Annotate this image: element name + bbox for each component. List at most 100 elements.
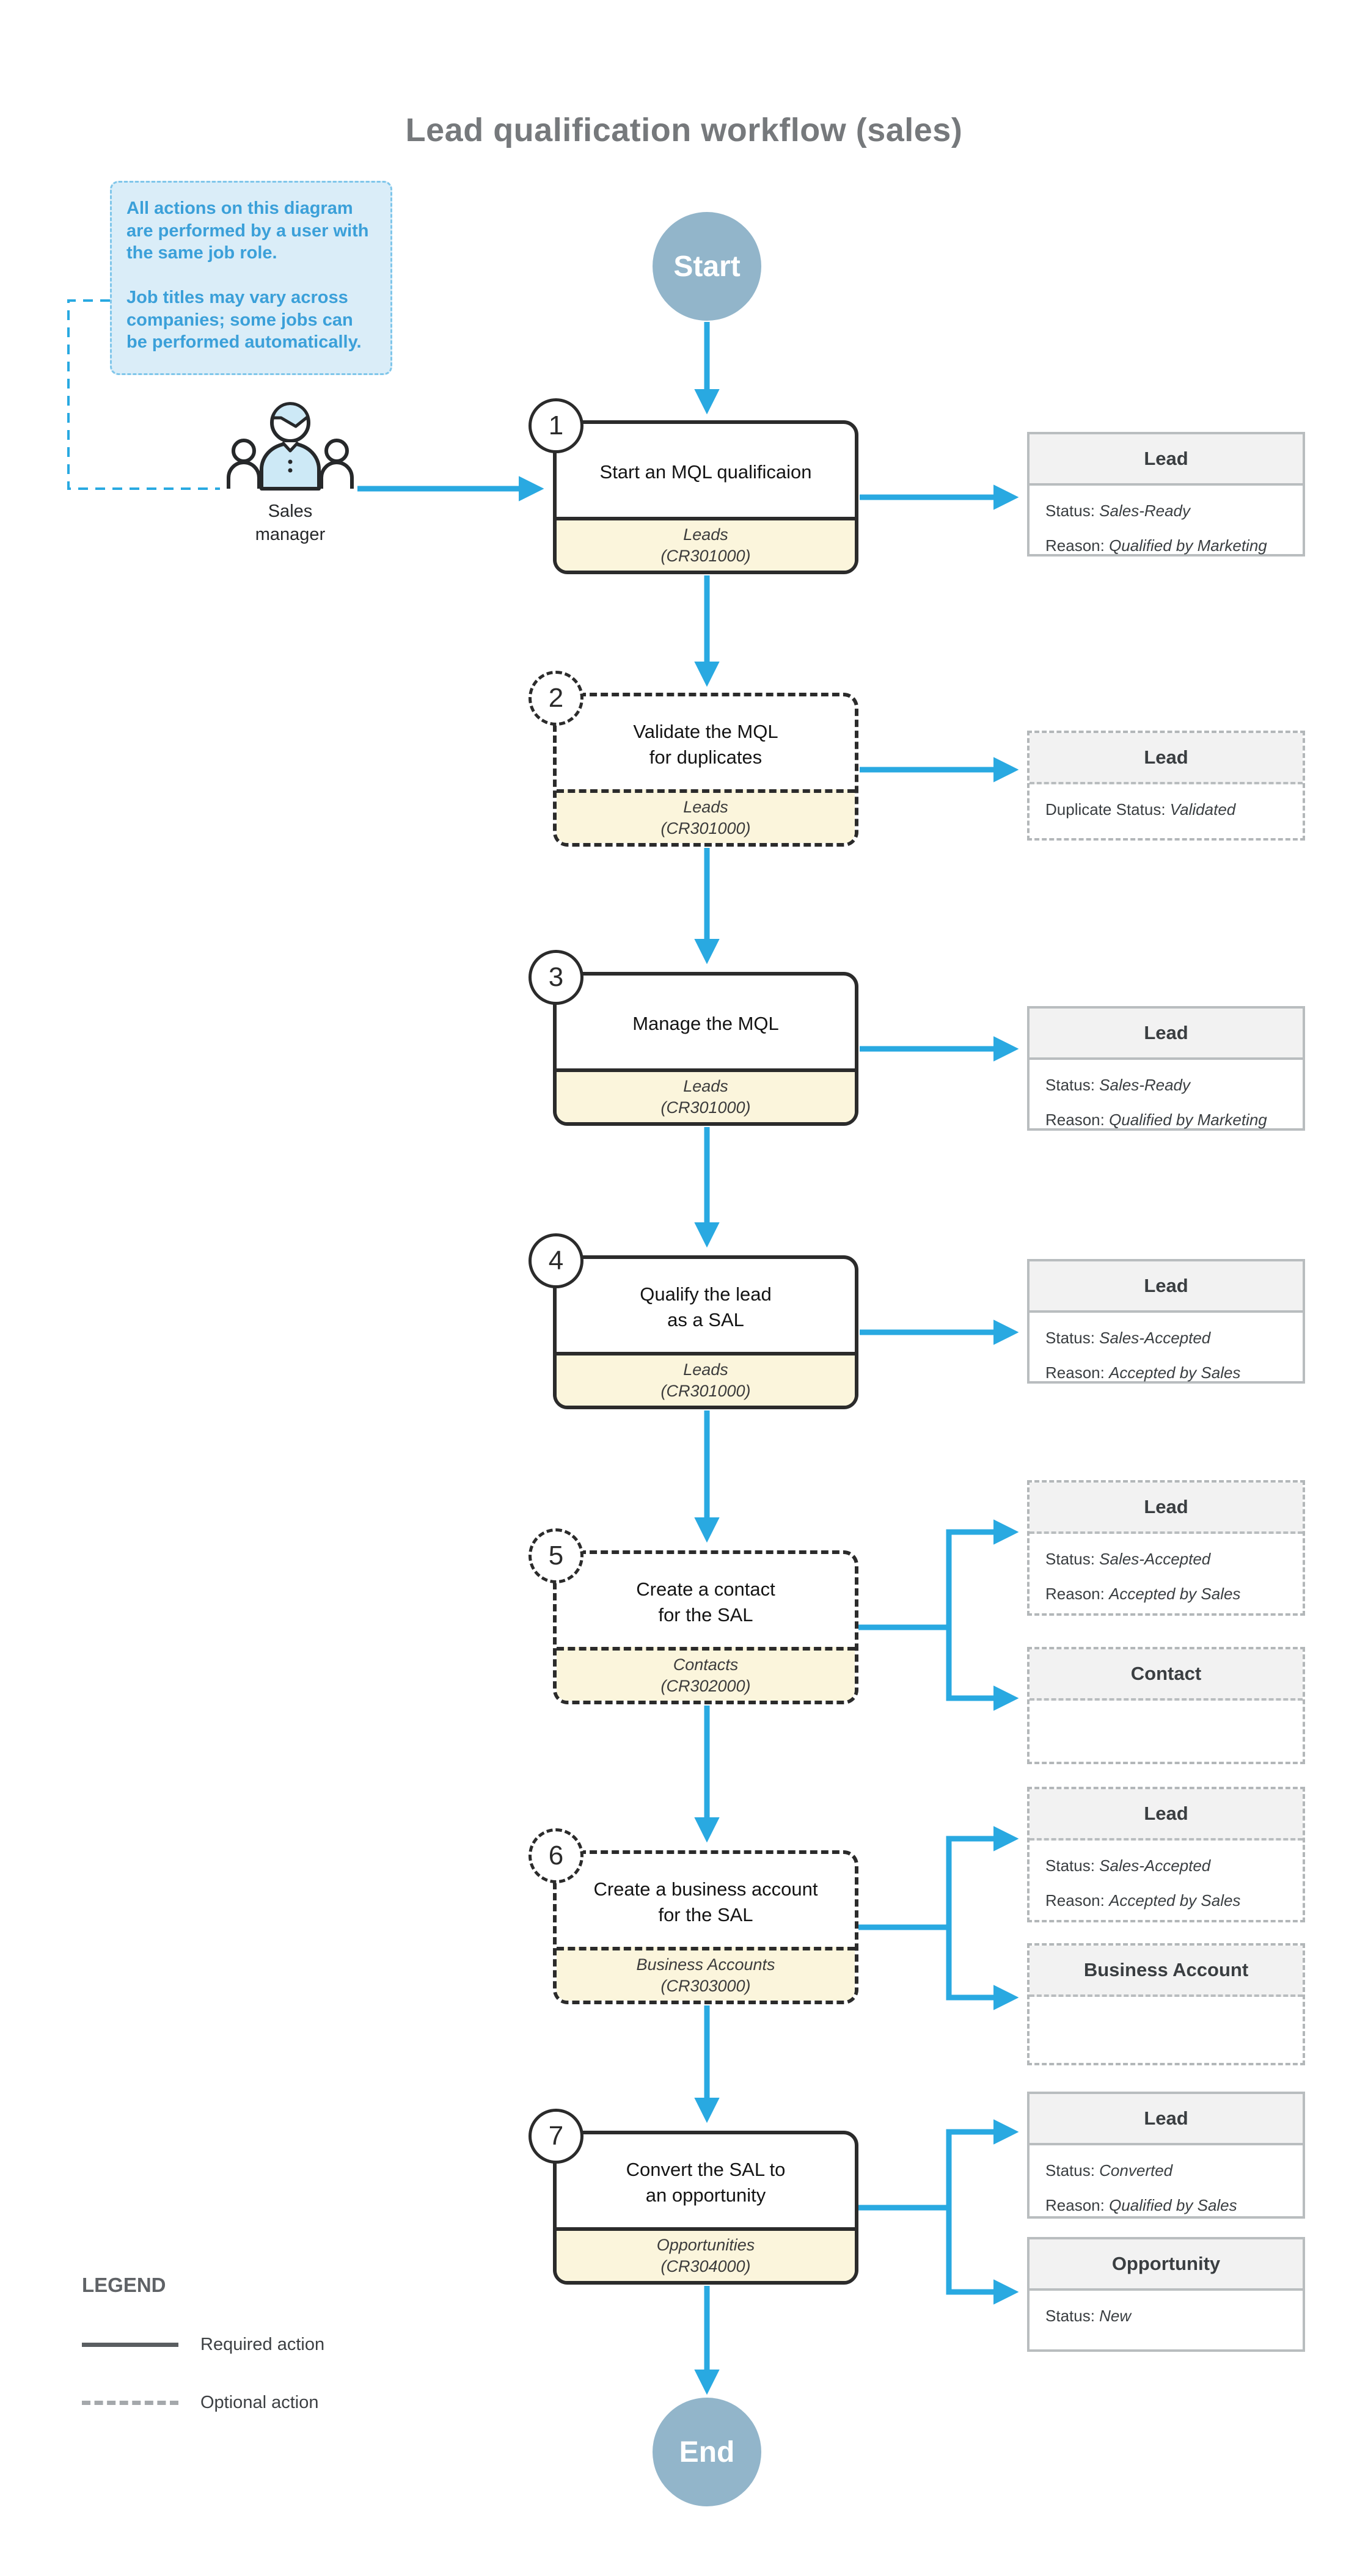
legend: LEGEND Required action Optional action	[82, 2274, 424, 2413]
record-line: Status: Sales-Ready	[1045, 1076, 1191, 1094]
record-title: Lead	[1030, 733, 1303, 784]
record-body: Status: Sales-Accepted Reason: Accepted …	[1030, 1534, 1303, 1604]
record-body	[1030, 1701, 1303, 1717]
step-screen: Leads (CR301000)	[557, 1352, 855, 1406]
screen-code: (CR301000)	[660, 819, 751, 837]
step-number: 7	[529, 2109, 583, 2164]
record-title: Lead	[1030, 2094, 1303, 2145]
step-label: Manage the MQL	[632, 1013, 779, 1035]
record-opportunity-step7: Opportunity Status: New	[1027, 2237, 1305, 2352]
record-line: Reason: Qualified by Sales	[1045, 2196, 1237, 2214]
screen-name: Leads	[683, 797, 728, 816]
record-business-account-step6: Business Account	[1027, 1943, 1305, 2065]
legend-title: LEGEND	[82, 2274, 166, 2296]
end-node: End	[653, 2398, 761, 2506]
record-body: Status: Converted Reason: Qualified by S…	[1030, 2145, 1303, 2215]
record-title: Lead	[1030, 1009, 1303, 1060]
step-6-create-business-account: 6 Create a business account for the SAL …	[529, 1828, 858, 2004]
record-lead-step2: Lead Duplicate Status: Validated	[1027, 731, 1305, 841]
record-title: Business Account	[1030, 1946, 1303, 1997]
step-number: 4	[529, 1233, 583, 1288]
step-screen: Leads (CR301000)	[557, 789, 855, 843]
screen-code: (CR301000)	[660, 1382, 751, 1400]
record-title: Lead	[1030, 434, 1303, 486]
step-label: Create a contact for the SAL	[636, 1578, 775, 1626]
step-number: 2	[529, 671, 583, 726]
record-line: Reason: Accepted by Sales	[1045, 1891, 1241, 1910]
page-title: Lead qualification workflow (sales)	[405, 112, 963, 148]
screen-name: Leads	[683, 525, 728, 544]
screen-code: (CR302000)	[660, 1677, 751, 1695]
step-label: Start an MQL qualificaion	[599, 461, 812, 483]
sales-manager-icon	[224, 402, 357, 497]
note-box: All actions on this diagram are performe…	[110, 181, 392, 375]
step-number: 3	[529, 950, 583, 1005]
step-2-validate-duplicates: 2 Validate the MQL for duplicates Leads …	[529, 671, 858, 847]
record-line: Status: Sales-Ready	[1045, 502, 1191, 520]
solid-line-sample	[82, 2343, 178, 2347]
screen-code: (CR303000)	[660, 1977, 751, 1995]
record-line: Reason: Qualified by Marketing	[1045, 1111, 1267, 1129]
record-title: Lead	[1030, 1261, 1303, 1313]
legend-required-row: Required action	[82, 2335, 424, 2355]
record-contact-step5: Contact	[1027, 1647, 1305, 1764]
step-label: Create a business account for the SAL	[593, 1878, 818, 1925]
step-screen: Leads (CR301000)	[557, 517, 855, 571]
step-4-qualify-as-sal: 4 Qualify the lead as a SAL Leads (CR301…	[529, 1233, 858, 1409]
record-lead-step5: Lead Status: Sales-Accepted Reason: Acce…	[1027, 1480, 1305, 1616]
start-node: Start	[653, 212, 761, 321]
step-number: 5	[529, 1528, 583, 1583]
step-screen: Business Accounts (CR303000)	[557, 1947, 855, 2001]
step-screen: Opportunities (CR304000)	[557, 2227, 855, 2281]
step-number: 1	[529, 398, 583, 453]
record-title: Lead	[1030, 1483, 1303, 1534]
record-lead-step7: Lead Status: Converted Reason: Qualified…	[1027, 2092, 1305, 2219]
screen-name: Contacts	[673, 1655, 739, 1674]
actor-sales-manager: Sales manager	[224, 398, 357, 551]
screen-name: Leads	[683, 1360, 728, 1379]
legend-optional-label: Optional action	[200, 2393, 319, 2412]
step-label: Qualify the lead as a SAL	[640, 1283, 772, 1330]
record-title: Opportunity	[1030, 2239, 1303, 2291]
record-line: Status: Converted	[1045, 2161, 1173, 2180]
record-line: Status: Sales-Accepted	[1045, 1550, 1211, 1568]
record-line: Status: Sales-Accepted	[1045, 1856, 1211, 1875]
record-body: Status: Sales-Accepted Reason: Accepted …	[1030, 1313, 1303, 1382]
record-body: Status: New	[1030, 2291, 1303, 2326]
step-number: 6	[529, 1828, 583, 1883]
record-body: Status: Sales-Ready Reason: Qualified by…	[1030, 486, 1303, 555]
record-line: Reason: Accepted by Sales	[1045, 1363, 1241, 1382]
screen-name: Opportunities	[656, 2235, 755, 2254]
legend-optional-row: Optional action	[82, 2393, 424, 2413]
screen-name: Business Accounts	[636, 1955, 775, 1974]
record-line: Duplicate Status: Validated	[1045, 800, 1236, 819]
step-screen: Leads (CR301000)	[557, 1068, 855, 1122]
step-label: Convert the SAL to an opportunity	[626, 2159, 786, 2206]
record-lead-step1: Lead Status: Sales-Ready Reason: Qualifi…	[1027, 432, 1305, 556]
dashed-line-sample	[82, 2401, 178, 2405]
record-line: Status: New	[1045, 2307, 1132, 2325]
step-1-start-mql-qualification: 1 Start an MQL qualificaion Leads (CR301…	[529, 398, 858, 574]
step-5-create-contact: 5 Create a contact for the SAL Contacts …	[529, 1528, 858, 1704]
record-lead-step3: Lead Status: Sales-Ready Reason: Qualifi…	[1027, 1006, 1305, 1131]
step-7-convert-to-opportunity: 7 Convert the SAL to an opportunity Oppo…	[529, 2109, 858, 2285]
screen-name: Leads	[683, 1076, 728, 1095]
record-body	[1030, 1997, 1303, 2013]
record-line: Reason: Accepted by Sales	[1045, 1585, 1241, 1603]
record-lead-step4: Lead Status: Sales-Accepted Reason: Acce…	[1027, 1259, 1305, 1384]
record-line: Status: Sales-Accepted	[1045, 1329, 1211, 1347]
record-line: Reason: Qualified by Marketing	[1045, 536, 1267, 555]
record-body: Status: Sales-Ready Reason: Qualified by…	[1030, 1060, 1303, 1129]
step-3-manage-mql: 3 Manage the MQL Leads (CR301000)	[529, 950, 858, 1126]
record-body: Duplicate Status: Validated	[1030, 784, 1303, 819]
actor-label: Sales manager	[255, 502, 326, 544]
screen-code: (CR301000)	[660, 1098, 751, 1117]
step-label: Validate the MQL for duplicates	[633, 721, 778, 768]
record-title: Contact	[1030, 1649, 1303, 1701]
record-lead-step6: Lead Status: Sales-Accepted Reason: Acce…	[1027, 1787, 1305, 1922]
record-body: Status: Sales-Accepted Reason: Accepted …	[1030, 1841, 1303, 1910]
legend-required-label: Required action	[200, 2335, 325, 2354]
step-screen: Contacts (CR302000)	[557, 1647, 855, 1701]
screen-code: (CR304000)	[660, 2257, 751, 2275]
